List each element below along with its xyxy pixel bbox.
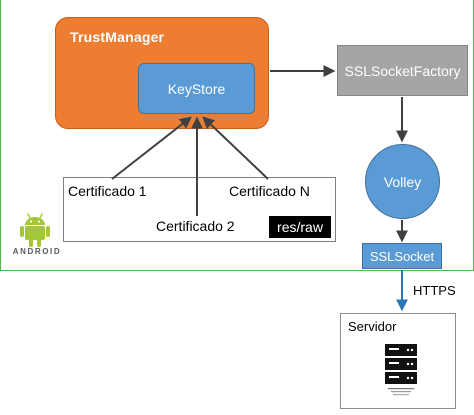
volley-node: Volley xyxy=(365,144,440,219)
arrow-cert1-to-keystore xyxy=(111,116,192,180)
keystore-box: KeyStore xyxy=(138,63,255,114)
android-robot-icon xyxy=(20,213,50,247)
certificate-2-label: Certificado 2 xyxy=(156,218,235,234)
res-raw-folder-badge: res/raw xyxy=(269,216,331,238)
certificate-1-label: Certificado 1 xyxy=(68,183,147,199)
ssl-socket-box: SSLSocket xyxy=(362,243,442,269)
ssl-socket-label: SSLSocket xyxy=(369,248,435,264)
server-box: Servidor xyxy=(340,313,456,409)
https-connection-label: HTTPS xyxy=(413,283,456,298)
server-rack-icon xyxy=(385,344,417,396)
server-title: Servidor xyxy=(348,319,397,334)
keystore-label: KeyStore xyxy=(167,80,226,97)
volley-label: Volley xyxy=(383,173,422,190)
certificates-box xyxy=(63,177,336,242)
certificate-n-label: Certificado N xyxy=(229,183,310,199)
arrow-certn-to-keystore xyxy=(202,116,269,180)
android-wordmark: ANDROID xyxy=(12,247,62,256)
ssl-socket-factory-box: SSLSocketFactory xyxy=(337,45,468,96)
ssl-socket-factory-label: SSLSocketFactory xyxy=(344,62,461,79)
trustmanager-title: TrustManager xyxy=(70,29,165,45)
